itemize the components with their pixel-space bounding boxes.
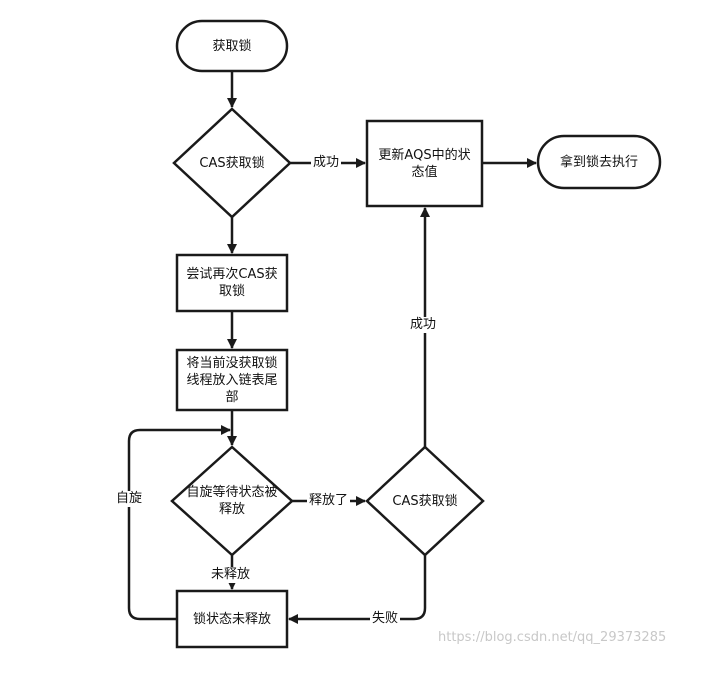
node-enqueue-label: 将当前没获取锁线程放入链表尾部 (186, 355, 278, 405)
edge-label-released: 释放了 (307, 493, 351, 509)
edge-label-fail: 失败 (370, 611, 401, 627)
watermark-text: https://blog.csdn.net/qq_29373285 (438, 630, 667, 645)
edge-spin-loop (127, 425, 231, 621)
edge-cas2-fail-to-not-released (288, 555, 427, 624)
edge-label-spin: 自旋 (114, 491, 145, 507)
node-acquired-shape (536, 134, 662, 190)
node-cas2-label: CAS获取锁 (392, 493, 458, 509)
node-update-state-label: 更新AQS中的状态值 (378, 147, 471, 180)
node-update-state-shape (365, 119, 484, 208)
node-enqueue-shape (175, 348, 289, 412)
node-cas1-label: CAS获取锁 (199, 155, 265, 171)
node-acquired-label: 拿到锁去执行 (559, 154, 638, 170)
node-retry-label: 尝试再次CAS获取锁 (186, 267, 278, 299)
node-wait-label: 自旋等待状态被释放 (186, 485, 278, 517)
node-start-label: 获取锁 (212, 38, 252, 54)
edge-label-not-released: 未释放 (209, 567, 253, 583)
edge-label-success1: 成功 (311, 155, 342, 171)
edge-label-success2: 成功 (408, 317, 439, 333)
node-not-released-label: 锁状态未释放 (192, 611, 271, 627)
